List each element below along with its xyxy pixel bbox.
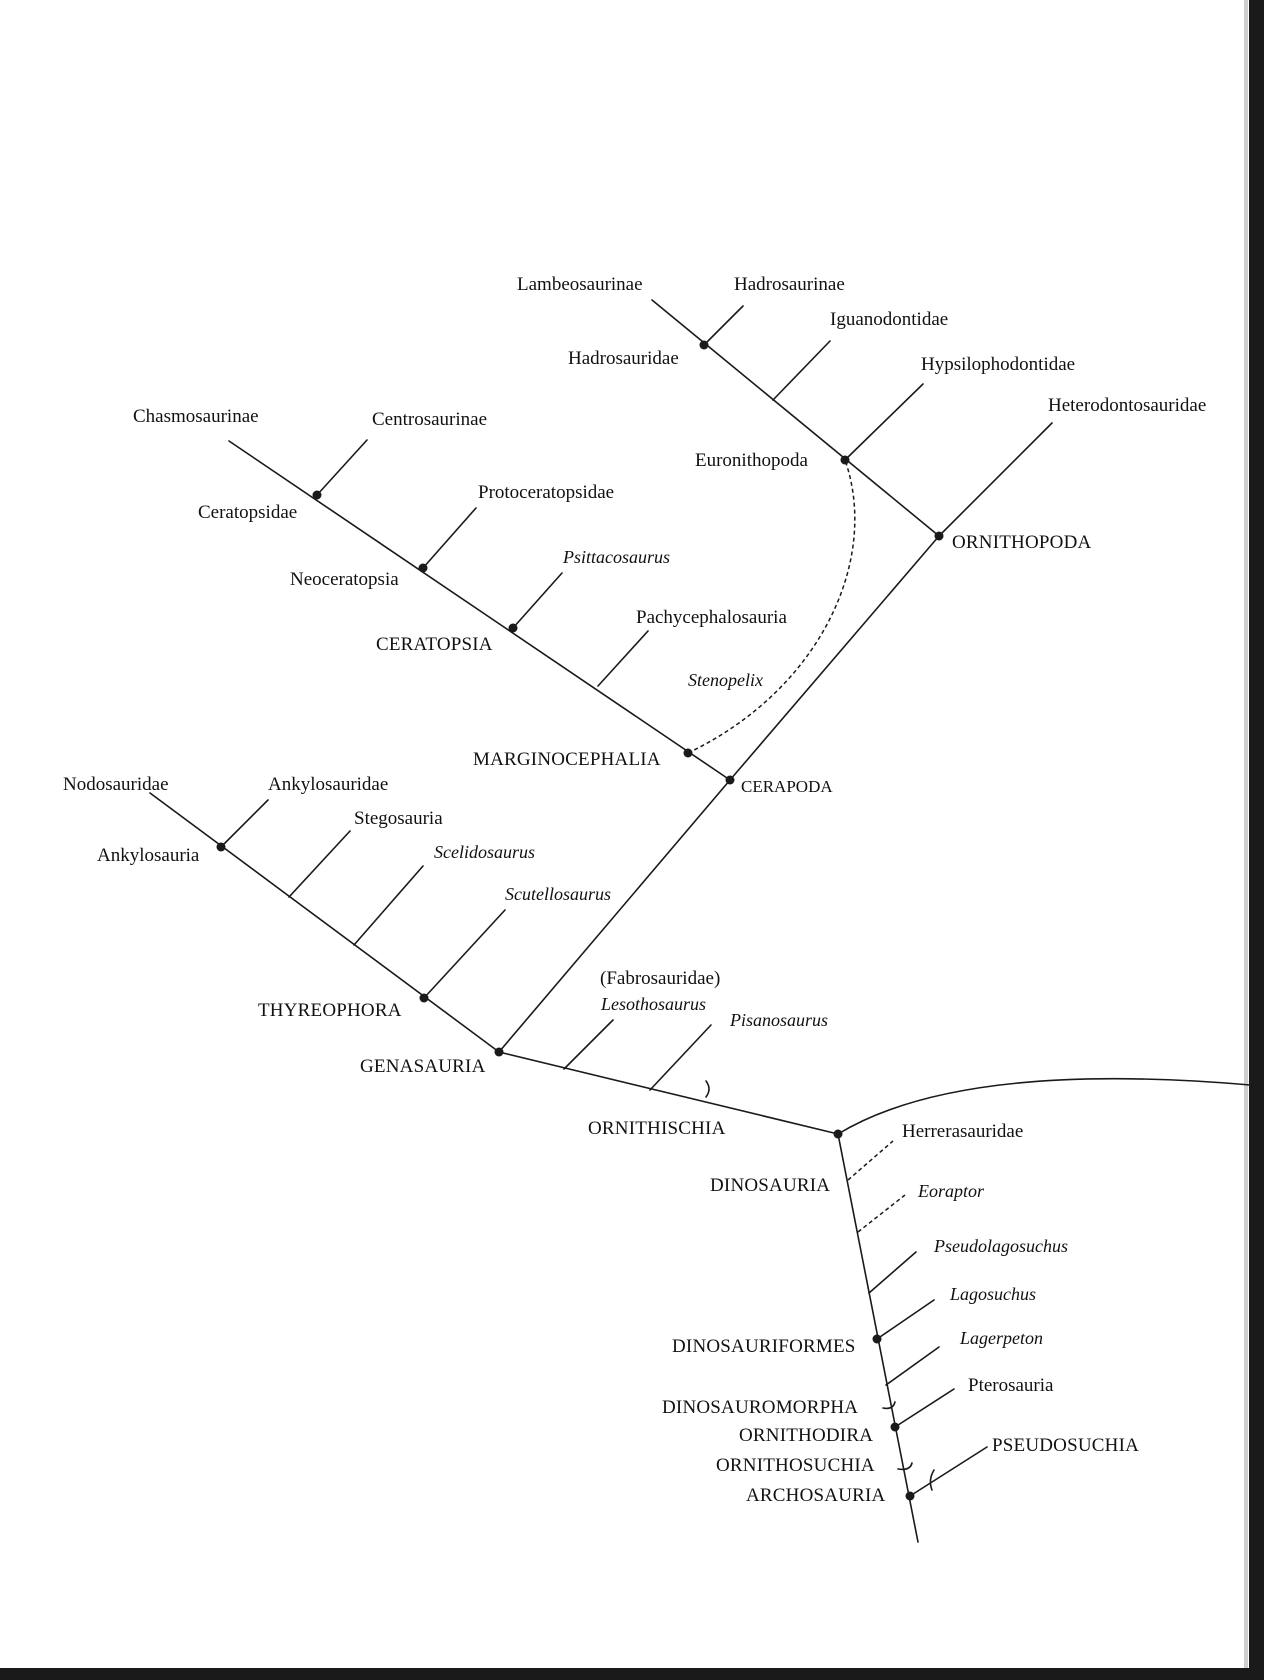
label-heterodontosauridae: Heterodontosauridae — [1048, 395, 1207, 416]
label-ankylosauria: Ankylosauria — [97, 845, 200, 866]
branch-scelidosaurus — [353, 865, 424, 946]
branch-lagerpeton — [885, 1346, 940, 1386]
node-hadrosauridae — [699, 340, 709, 350]
node-dinosauriformes — [872, 1334, 882, 1344]
branch-stenopelix-dashed — [687, 459, 856, 754]
label-stenopelix: Stenopelix — [688, 670, 763, 690]
node-ornithopoda — [934, 531, 944, 541]
branch-saurischia-arc — [837, 1077, 1251, 1135]
node-ceratopsia — [508, 623, 518, 633]
label-eoraptor: Eoraptor — [918, 1181, 985, 1201]
label-psittacosaurus: Psittacosaurus — [563, 547, 671, 567]
node-ceratopsidae — [312, 490, 322, 500]
branch-cerapoda-ornithopoda — [729, 535, 940, 781]
label-pisanosaurus: Pisanosaurus — [730, 1010, 829, 1030]
label-fabrosauridae: (Fabrosauridae) — [600, 968, 721, 989]
label-marginocephalia: MARGINOCEPHALIA — [473, 749, 661, 770]
label-centrosaurinae: Centrosaurinae — [372, 409, 488, 430]
label-dinosauromorpha: DINOSAUROMORPHA — [662, 1397, 859, 1418]
label-pseudosuchia: PSEUDOSUCHIA — [992, 1435, 1140, 1456]
node-thyreophora — [419, 993, 429, 1003]
branch-pachycephalosauria — [597, 630, 649, 687]
node-genasauria — [494, 1047, 504, 1057]
label-neoceratopsia: Neoceratopsia — [290, 569, 399, 590]
tick-ornithischia — [705, 1080, 710, 1098]
label-cerapoda: CERAPODA — [741, 777, 833, 796]
label-hypsilophodontidae: Hypsilophodontidae — [921, 354, 1076, 375]
branch-genasauria-cerapoda — [498, 779, 731, 1053]
branch-pseudosuchia — [909, 1446, 988, 1497]
branch-hypsilophodontidae — [844, 383, 924, 461]
label-scelidosaurus: Scelidosaurus — [434, 842, 535, 862]
label-ornithosuchia: ORNITHOSUCHIA — [716, 1455, 875, 1476]
label-chasmosaurinae: Chasmosaurinae — [133, 406, 259, 427]
label-ankylosauridae: Ankylosauridae — [268, 774, 389, 795]
branch-centrosaurinae — [316, 439, 368, 496]
label-nodosauridae: Nodosauridae — [63, 774, 169, 795]
scan-edge-shadow — [1244, 0, 1248, 1680]
branch-stegosauria — [288, 830, 351, 898]
branch-scutellosaurus — [423, 909, 506, 999]
label-pachycephalosauria: Pachycephalosauria — [636, 607, 787, 628]
branch-marginocephalia-stem — [228, 440, 731, 781]
branch-heterodontosauridae — [938, 422, 1053, 537]
branch-pterosauria — [894, 1388, 955, 1428]
branch-euornithopod-stem — [651, 299, 940, 537]
branch-pseudolagosuchus — [868, 1251, 917, 1294]
branch-thyreophora-stem — [149, 792, 500, 1053]
label-genasauria: GENASAURIA — [360, 1056, 486, 1077]
node-marginocephalia — [683, 748, 693, 758]
label-protoceratopsidae: Protoceratopsidae — [478, 482, 615, 503]
label-pseudolagosuchus: Pseudolagosuchus — [934, 1236, 1068, 1256]
branch-hadrosaurinae — [703, 305, 744, 346]
branch-psittacosaurus — [512, 572, 563, 629]
node-euronithopoda — [840, 455, 850, 465]
label-lesothosaurus: Lesothosaurus — [601, 994, 707, 1014]
branch-protoceratopsidae — [422, 507, 477, 569]
label-herrerasauridae: Herrerasauridae — [902, 1121, 1024, 1142]
branch-eoraptor-dashed — [857, 1194, 906, 1233]
label-ornithopoda: ORNITHOPODA — [952, 532, 1092, 553]
node-ornithodira — [890, 1422, 900, 1432]
label-archosauria: ARCHOSAURIA — [746, 1485, 886, 1506]
node-archosauria — [905, 1491, 915, 1501]
label-dinosauriformes: DINOSAURIFORMES — [672, 1336, 856, 1357]
branch-lagosuchus — [876, 1299, 935, 1340]
label-dinosauria: DINOSAURIA — [710, 1175, 831, 1196]
label-ornithodira: ORNITHODIRA — [739, 1425, 874, 1446]
label-hadrosauridae: Hadrosauridae — [568, 348, 679, 369]
scan-edge-right — [1249, 0, 1264, 1680]
label-ceratopsidae: Ceratopsidae — [198, 502, 298, 523]
label-stegosauria: Stegosauria — [354, 808, 443, 829]
label-ornithischia: ORNITHISCHIA — [588, 1118, 726, 1139]
label-pterosauria: Pterosauria — [968, 1375, 1054, 1396]
node-cerapoda — [725, 775, 735, 785]
tick-pseudosuchia — [929, 1469, 935, 1491]
label-euronithopoda: Euronithopoda — [695, 450, 808, 471]
branch-ankylosauridae — [220, 799, 269, 848]
label-iguanodontidae: Iguanodontidae — [830, 309, 949, 330]
label-lambeosaurinae: Lambeosaurinae — [517, 274, 643, 295]
label-scutellosaurus: Scutellosaurus — [505, 884, 611, 904]
tick-ornithosuchia — [897, 1462, 913, 1471]
node-neoceratopsia — [418, 563, 428, 573]
tick-dinosauromorpha — [882, 1401, 896, 1410]
branch-ornithischia — [498, 1051, 839, 1135]
label-ceratopsia: CERATOPSIA — [376, 634, 493, 655]
branch-herrerasauridae-dashed — [847, 1140, 894, 1181]
branch-iguanodontidae — [772, 340, 831, 401]
branch-lesothosaurus — [563, 1019, 614, 1070]
label-hadrosaurinae: Hadrosaurinae — [734, 274, 845, 295]
node-dinosauria — [833, 1129, 843, 1139]
scan-edge-bottom — [0, 1668, 1264, 1680]
label-lagerpeton: Lagerpeton — [960, 1328, 1043, 1348]
branch-pisanosaurus — [649, 1024, 712, 1091]
label-lagosuchus: Lagosuchus — [950, 1284, 1037, 1304]
label-thyreophora: THYREOPHORA — [258, 1000, 402, 1021]
node-ankylosauria — [216, 842, 226, 852]
